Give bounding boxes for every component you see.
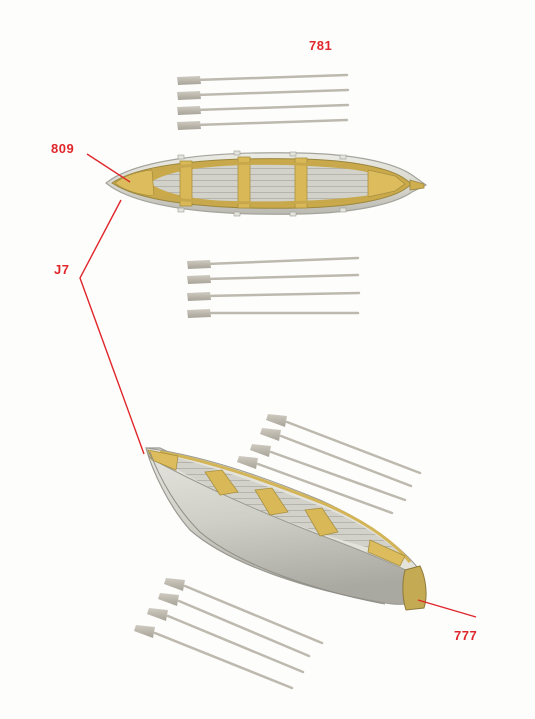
oar xyxy=(177,105,348,115)
oar-set-bottom xyxy=(134,578,322,688)
oar xyxy=(187,292,359,301)
oar xyxy=(177,90,348,100)
oar-set-top xyxy=(177,75,348,130)
leader-line-j7 xyxy=(80,200,144,454)
callout-j7: J7 xyxy=(54,262,69,277)
oar xyxy=(177,120,347,130)
callout-777: 777 xyxy=(454,628,477,643)
leader-line-777 xyxy=(418,600,476,617)
oar xyxy=(187,309,358,318)
oar xyxy=(266,414,420,473)
lifeboat-perspective-view xyxy=(146,448,426,610)
leader-line-809 xyxy=(87,154,130,182)
callout-781: 781 xyxy=(309,38,332,53)
oar xyxy=(187,258,358,269)
oar xyxy=(164,578,322,643)
oar xyxy=(158,593,309,656)
callout-809: 809 xyxy=(51,141,74,156)
oar xyxy=(187,275,358,284)
oar xyxy=(177,75,347,85)
lifeboat-top-view xyxy=(106,151,426,216)
rudder xyxy=(403,566,426,610)
oar-set-middle xyxy=(187,258,359,318)
